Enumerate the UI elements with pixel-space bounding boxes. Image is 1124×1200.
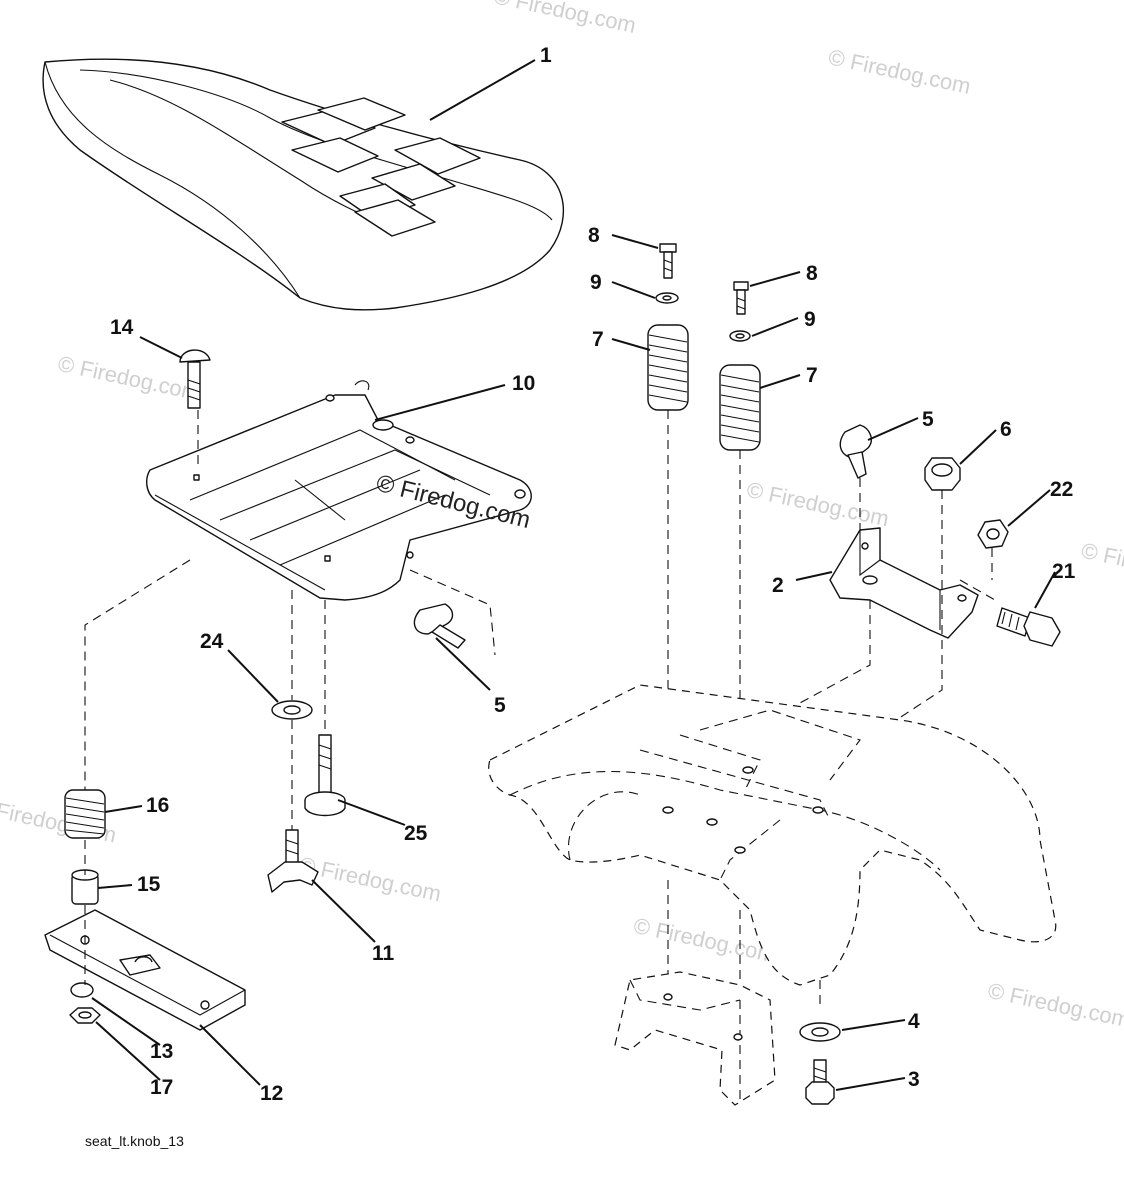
callout-6: 6 [1000, 418, 1012, 441]
figure-caption: seat_lt.knob_13 [85, 1133, 184, 1149]
callout-3: 3 [908, 1068, 920, 1091]
watermark: © Firedog.com [297, 852, 444, 907]
knob-part [267, 829, 319, 893]
callout-14: 14 [110, 316, 134, 339]
spring-7a-part [647, 324, 689, 411]
callout-25: 25 [404, 822, 428, 845]
washer-9b-part [729, 330, 751, 342]
carriage-bolt-part [179, 349, 211, 409]
plate-part [44, 909, 246, 1031]
fender-frame-part [488, 684, 1057, 1106]
bracket-part [829, 527, 979, 639]
callout-21: 21 [1052, 560, 1076, 583]
watermark: © Firedog.com [492, 0, 639, 38]
spring-16-part [64, 789, 106, 839]
leader-lines [91, 59, 1056, 1091]
callout-9-right: 9 [804, 308, 816, 331]
clip-right-part [839, 424, 872, 530]
watermark: © Firedog.com [1079, 538, 1124, 593]
callout-5-left: 5 [494, 694, 506, 717]
callout-8-right: 8 [806, 262, 818, 285]
callout-22: 22 [1050, 478, 1073, 501]
nut-13-part [70, 982, 94, 998]
callout-13: 13 [150, 1040, 173, 1063]
callout-7-left: 7 [592, 328, 604, 351]
callout-16: 16 [146, 794, 169, 817]
nut-22-part [977, 519, 1009, 549]
callout-5-right: 5 [922, 408, 934, 431]
washer-9a-part [655, 292, 679, 304]
bolt-8a-part [659, 243, 677, 279]
washer-24-part [271, 700, 313, 720]
callout-8-left: 8 [588, 224, 600, 247]
bolt-21-part [996, 607, 1061, 647]
clip-left-part [409, 569, 496, 656]
left-assembly-lines [84, 410, 326, 985]
callout-9-left: 9 [590, 271, 602, 294]
callout-2: 2 [772, 574, 784, 597]
watermark: © Firedog.com [826, 44, 973, 99]
bushing-part [71, 869, 99, 905]
spring-7b-part [719, 364, 761, 451]
callout-labels: 1 14 10 5 24 25 16 15 11 13 17 12 8 9 7 … [110, 44, 1076, 1105]
watermark: © Firedog.com [745, 477, 892, 532]
bolt-3-part [805, 1059, 835, 1105]
bolt-8b-part [733, 281, 749, 315]
shoulder-bolt-part [304, 734, 346, 817]
callout-4: 4 [908, 1010, 920, 1033]
nut-6-part [924, 457, 961, 491]
callout-11: 11 [372, 942, 395, 965]
callout-7-right: 7 [806, 364, 818, 387]
callout-17: 17 [150, 1076, 173, 1099]
watermark: © Firedog.com [986, 978, 1124, 1033]
callout-12: 12 [260, 1082, 283, 1105]
callout-15: 15 [137, 873, 161, 896]
callout-10: 10 [512, 372, 535, 395]
callout-24: 24 [200, 630, 224, 653]
nut-17-part [69, 1007, 101, 1024]
seat-part [42, 58, 565, 311]
callout-1: 1 [540, 44, 552, 67]
seat-pan-part [146, 380, 532, 601]
washer-4-part [799, 1022, 841, 1042]
